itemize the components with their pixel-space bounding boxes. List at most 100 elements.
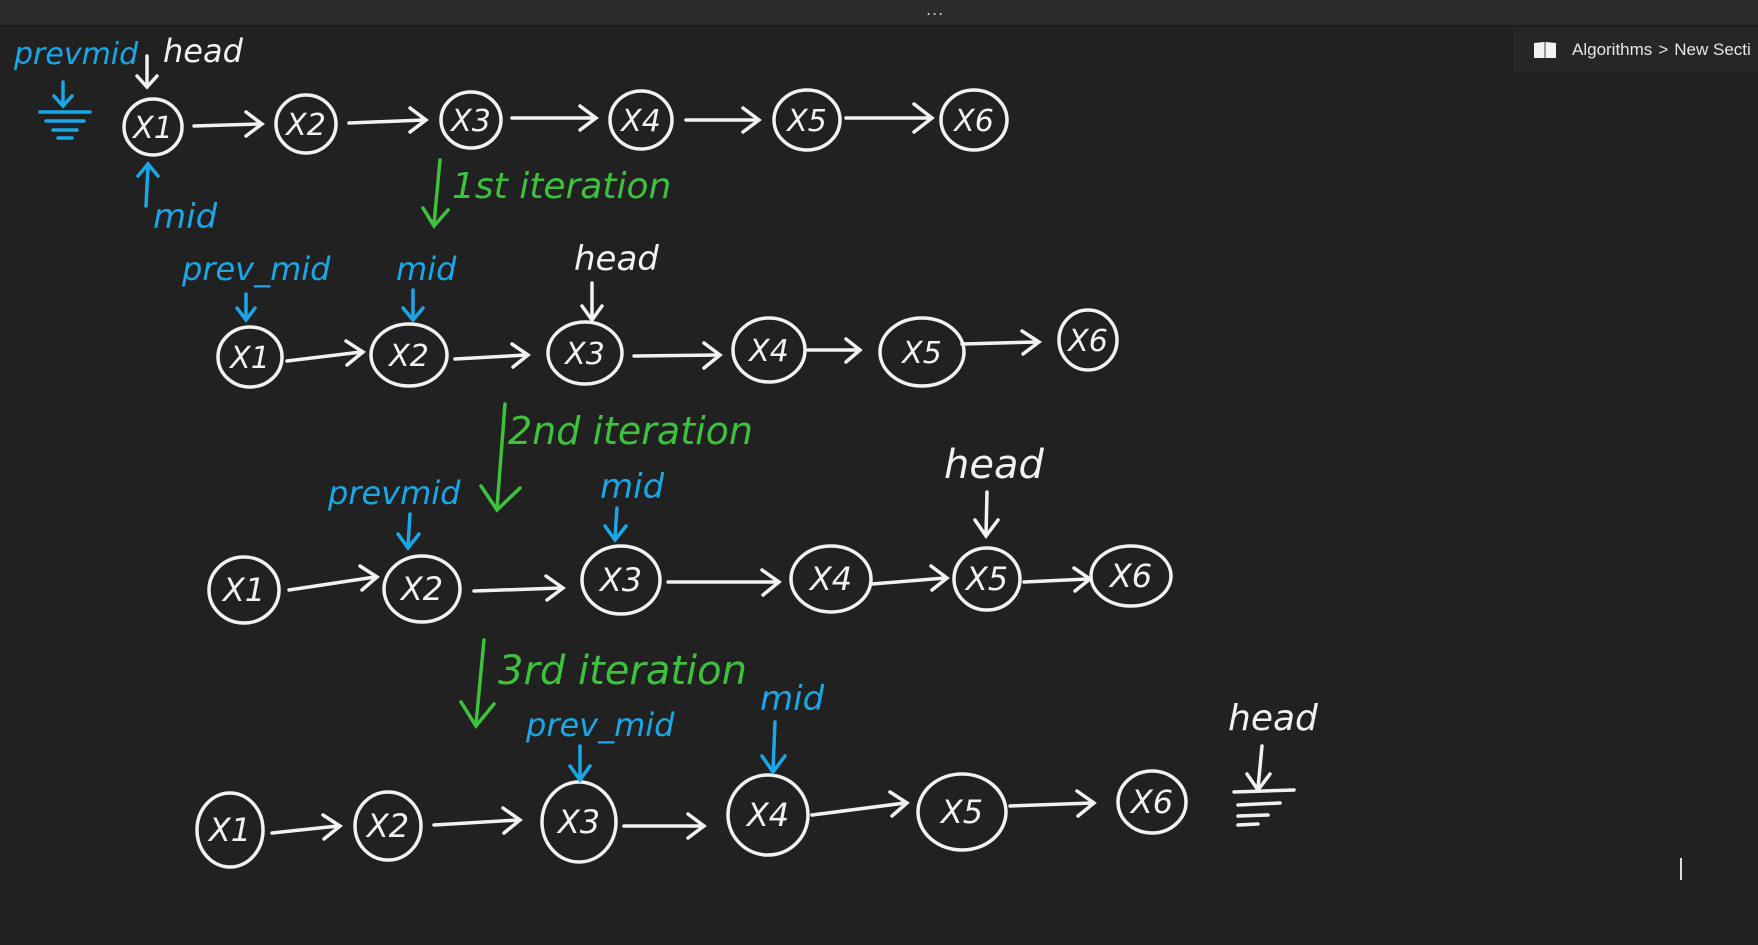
head-label: head: [163, 32, 244, 70]
text-cursor: [1680, 858, 1682, 880]
prev-mid-pointer: [52, 80, 74, 109]
node-x2: [353, 790, 423, 862]
node-label: X3: [449, 104, 491, 139]
arrow: [285, 350, 363, 363]
row-1: [122, 88, 1009, 157]
node-x6: [939, 88, 1009, 152]
node-x1: [216, 325, 284, 389]
arrow: [347, 118, 426, 125]
node-label: X3: [598, 561, 642, 599]
node-x4: [789, 544, 873, 614]
arrow: [1072, 566, 1093, 593]
node-label: X6: [1066, 324, 1108, 359]
arrow: [1022, 577, 1090, 584]
node-label: X4: [808, 560, 852, 598]
node-label: X1: [131, 111, 173, 146]
arrow: [321, 813, 343, 841]
breadcrumb-section[interactable]: New Secti: [1674, 40, 1751, 59]
head-pointer: [135, 54, 159, 90]
breadcrumb[interactable]: Algorithms > New Secti: [1514, 28, 1758, 72]
arrow: [244, 110, 265, 138]
arrow: [929, 564, 950, 592]
mid-label: mid: [600, 467, 665, 507]
arrow: [760, 568, 782, 597]
head-label: head: [1228, 698, 1319, 739]
arrow: [501, 806, 523, 835]
node-x2: [369, 322, 449, 388]
node-label: X6: [952, 104, 994, 139]
node-x1: [207, 555, 281, 625]
arrow: [544, 574, 566, 602]
arrow: [358, 564, 380, 592]
prev-mid-label: prevmid: [327, 474, 461, 512]
head-pointer: [580, 281, 604, 324]
arrow: [287, 575, 377, 592]
prev-mid-label: prev_mid: [525, 706, 675, 744]
arrow: [344, 339, 366, 367]
row-2: [216, 308, 1119, 389]
node-x2: [274, 93, 338, 155]
node-label: X3: [556, 803, 600, 841]
arrow: [741, 106, 762, 134]
arrow: [510, 342, 531, 369]
node-label: X2: [365, 807, 409, 845]
node-x4: [608, 89, 674, 151]
arrow: [632, 353, 720, 358]
node-label: X2: [284, 108, 326, 143]
breadcrumb-notebook[interactable]: Algorithms: [1572, 40, 1653, 59]
arrow: [453, 353, 528, 361]
arrow: [686, 812, 707, 840]
mid-pointer: [136, 161, 160, 208]
node-x1: [122, 97, 184, 157]
node-label: X5: [785, 104, 827, 139]
head-pointer: [973, 490, 1000, 539]
arrow: [270, 824, 340, 835]
node-x4: [726, 773, 810, 857]
node-x6: [1057, 308, 1119, 372]
node-x3: [439, 90, 503, 150]
prev-mid-pointer: [235, 292, 257, 323]
arrow: [192, 122, 262, 128]
null-ground-icon: [38, 110, 92, 140]
prev-mid-label: prevmid: [13, 37, 139, 72]
mid-label: mid: [396, 250, 457, 288]
head-label: head: [944, 442, 1044, 488]
node-label: X4: [747, 334, 789, 369]
row-4: [195, 769, 1188, 869]
arrow: [472, 586, 563, 593]
breadcrumb-separator: >: [1658, 40, 1669, 59]
arrow: [1075, 789, 1097, 818]
head-label: head: [574, 239, 659, 279]
node-x2: [382, 554, 462, 624]
more-options-icon[interactable]: ...: [926, 0, 945, 19]
node-label: X6: [1129, 783, 1173, 821]
prev-mid-pointer: [396, 512, 421, 551]
arrow: [844, 337, 863, 364]
node-label: X4: [745, 796, 789, 834]
node-label: X4: [619, 104, 661, 139]
node-label: X1: [228, 341, 270, 376]
node-x5: [916, 772, 1008, 852]
arrow: [888, 790, 910, 818]
iteration-1-arrow: [421, 158, 450, 229]
title-bar: ...: [0, 0, 1758, 26]
node-x5: [878, 316, 966, 388]
arrow: [870, 576, 947, 586]
notebook-icon: [1534, 42, 1556, 58]
node-x6: [1116, 769, 1188, 835]
node-label: X3: [563, 337, 605, 372]
node-label: X5: [939, 793, 983, 831]
head-pointer: [1245, 744, 1272, 793]
prev-mid-pointer: [568, 744, 592, 784]
mid-pointer: [603, 506, 628, 543]
arrow: [912, 102, 935, 134]
arrow: [702, 341, 723, 370]
node-x4: [731, 316, 807, 384]
node-x3: [580, 544, 662, 616]
prev-mid-label: prev_mid: [181, 250, 331, 288]
iteration-2-label: 2nd iteration: [508, 409, 753, 453]
iteration-1-label: 1st iteration: [452, 166, 671, 207]
node-label: X5: [900, 336, 942, 371]
arrow: [960, 340, 1039, 346]
